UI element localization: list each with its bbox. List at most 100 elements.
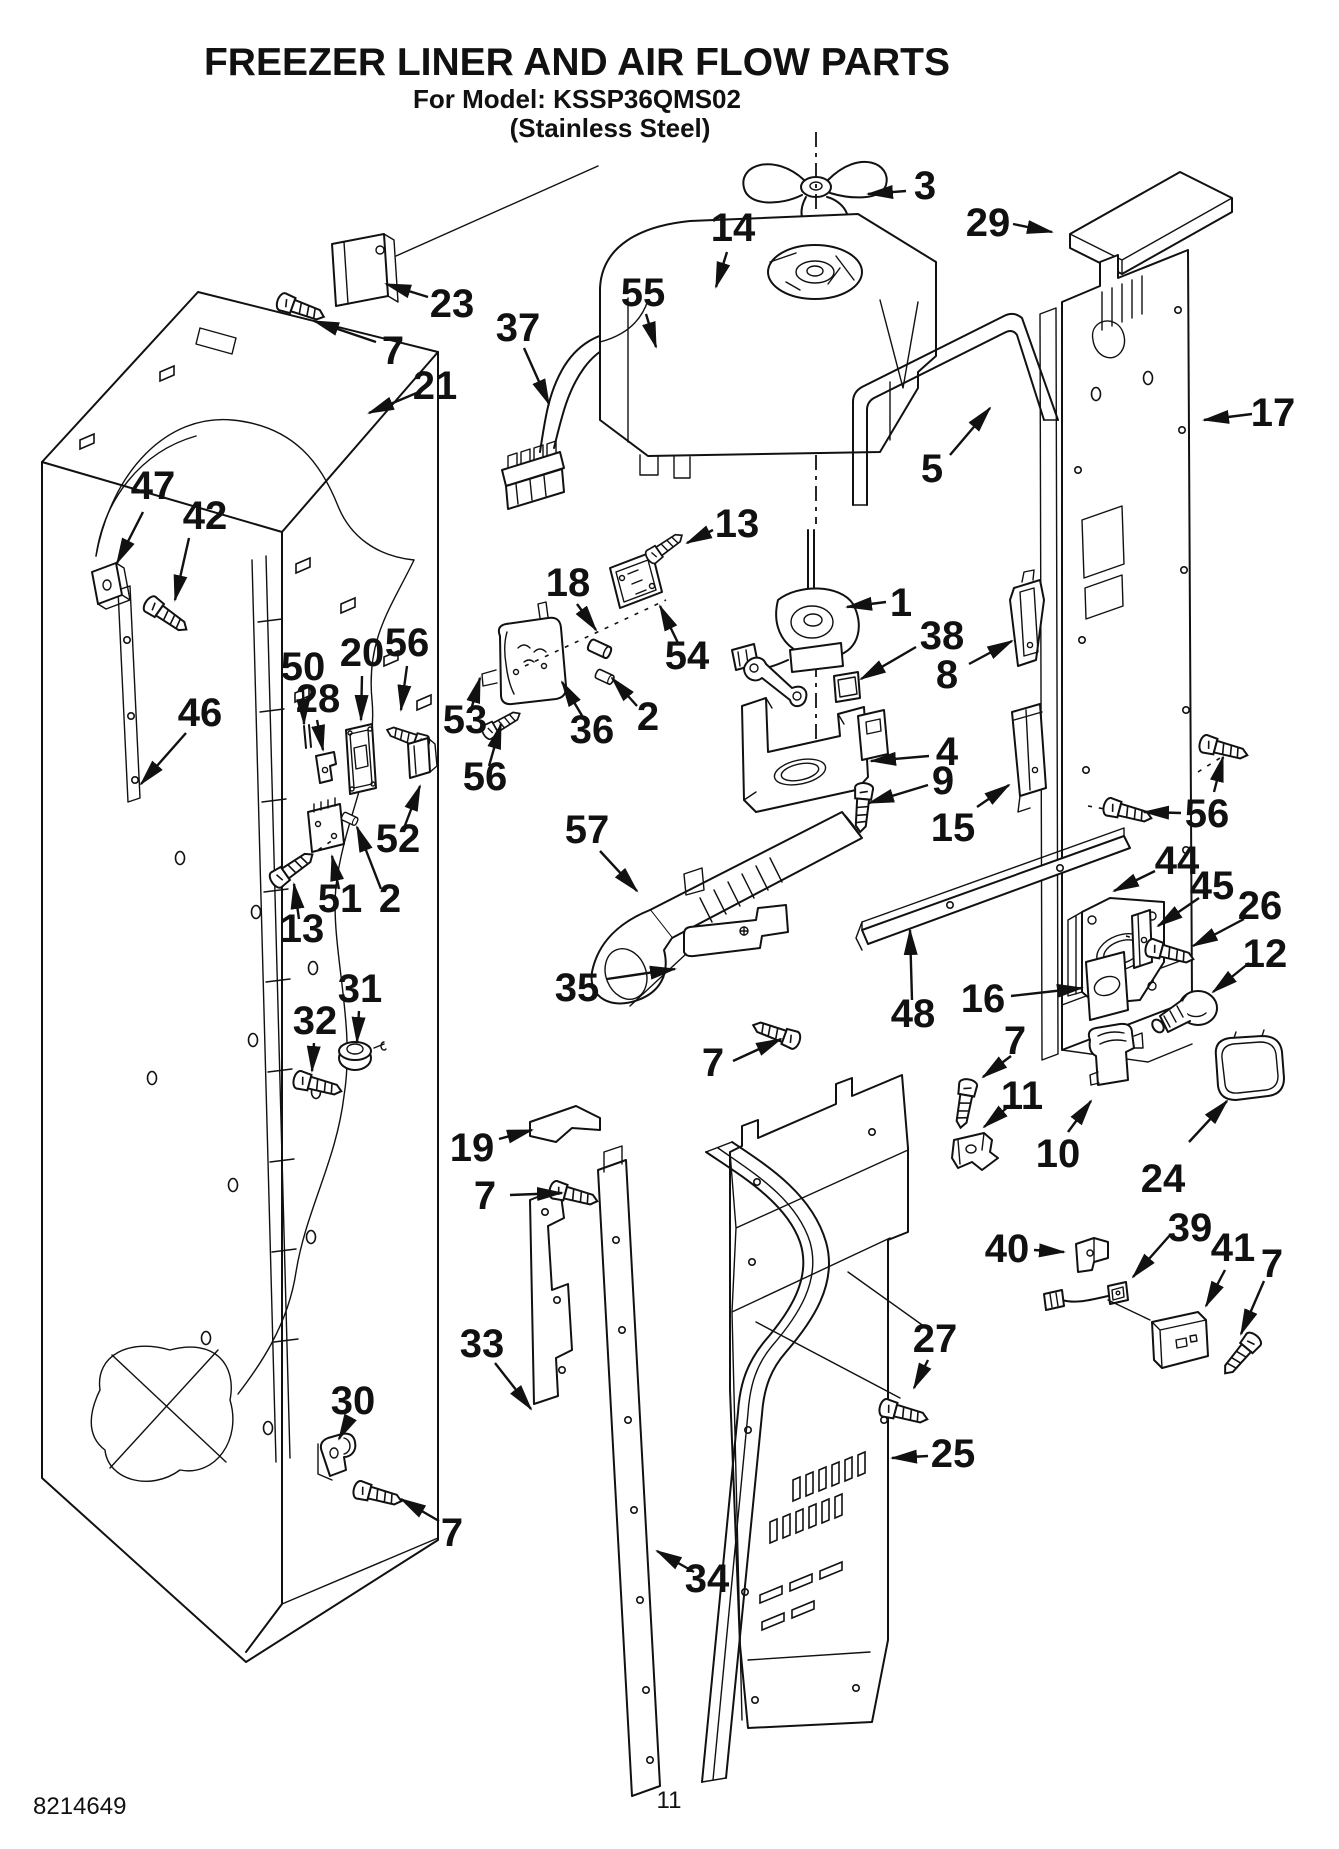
part-screw-9 bbox=[850, 781, 875, 834]
callout-arrow-24 bbox=[1188, 1099, 1229, 1143]
callout-label-57: 57 bbox=[565, 808, 610, 852]
part-fan-shroud-14 bbox=[599, 213, 937, 479]
callout-arrow-33 bbox=[494, 1362, 533, 1411]
callout-arrow-32 bbox=[306, 1042, 321, 1073]
part-screw-42 bbox=[140, 592, 193, 638]
callout-label-10: 10 bbox=[1036, 1132, 1081, 1176]
callout-arrow-7 bbox=[312, 319, 377, 344]
callout-arrow-12 bbox=[1211, 962, 1250, 994]
callout-arrow-25 bbox=[890, 1449, 929, 1464]
callout-label-35: 35 bbox=[555, 966, 600, 1010]
callout-label-54: 54 bbox=[665, 634, 710, 678]
callout-arrow-2 bbox=[610, 676, 638, 707]
callout-arrow-41 bbox=[1204, 1269, 1227, 1308]
callout-arrow-1 bbox=[845, 596, 887, 611]
callout-arrow-14 bbox=[714, 251, 731, 289]
callout-arrow-46 bbox=[139, 732, 187, 786]
part-pin-18 bbox=[585, 637, 614, 661]
part-screw-7-thermo bbox=[1217, 1328, 1265, 1381]
callout-label-2: 2 bbox=[379, 877, 401, 921]
part-clip-40 bbox=[1075, 1237, 1109, 1273]
callout-arrow-16 bbox=[1010, 983, 1084, 998]
callout-arrow-44 bbox=[1112, 869, 1156, 893]
callout-label-45: 45 bbox=[1190, 864, 1235, 908]
callout-arrow-28 bbox=[311, 719, 325, 752]
callout-label-28: 28 bbox=[296, 677, 341, 721]
callout-label-52: 52 bbox=[376, 817, 421, 861]
callout-arrow-56 bbox=[487, 722, 503, 767]
part-gasket-16 bbox=[1085, 951, 1129, 1021]
callout-arrow-4 bbox=[869, 751, 930, 766]
callout-arrow-5 bbox=[949, 406, 992, 456]
callout-arrow-26 bbox=[1191, 917, 1245, 948]
part-clip-47 bbox=[91, 562, 131, 610]
page-number: 11 bbox=[657, 1787, 682, 1814]
part-screw-56-upper bbox=[1196, 732, 1251, 765]
callout-label-9: 9 bbox=[932, 759, 954, 803]
part-screw-7-bottom bbox=[350, 1478, 405, 1511]
part-screw-32 bbox=[290, 1068, 345, 1101]
callout-label-12: 12 bbox=[1243, 932, 1288, 976]
callout-arrow-42 bbox=[173, 537, 191, 602]
callout-label-30: 30 bbox=[331, 1379, 376, 1423]
part-rail-29 bbox=[1069, 171, 1233, 275]
part-board-51 bbox=[299, 797, 345, 863]
callout-arrow-31 bbox=[351, 1010, 366, 1044]
part-bracket-23 bbox=[273, 165, 599, 327]
callout-label-29: 29 bbox=[966, 201, 1011, 245]
callout-label-23: 23 bbox=[430, 282, 475, 326]
callout-arrow-21 bbox=[367, 390, 420, 415]
part-light-bulb-12 bbox=[1151, 990, 1218, 1034]
part-board-54 bbox=[609, 551, 663, 609]
callout-label-2: 2 bbox=[637, 695, 659, 739]
callout-arrow-7 bbox=[399, 1497, 440, 1523]
callout-arrow-45 bbox=[1156, 897, 1200, 928]
callout-arrow-56 bbox=[1209, 755, 1225, 793]
part-linkage-6 bbox=[743, 656, 808, 708]
part-bushing-2-right bbox=[593, 667, 616, 686]
callout-label-27: 27 bbox=[913, 1317, 958, 1361]
callout-arrow-29 bbox=[1012, 220, 1054, 234]
callout-label-44: 44 bbox=[1155, 839, 1200, 883]
part-freezer-liner bbox=[41, 291, 439, 1663]
callout-label-33: 33 bbox=[460, 1322, 505, 1366]
model-subtitle: For Model: KSSP36QMS02 bbox=[413, 84, 741, 114]
callout-arrow-27 bbox=[912, 1359, 932, 1390]
part-lens-cover-24 bbox=[1214, 1029, 1285, 1101]
callout-label-34: 34 bbox=[685, 1557, 730, 1601]
callout-label-13: 13 bbox=[280, 907, 325, 951]
part-bracket-8 bbox=[1009, 569, 1045, 667]
callout-label-51: 51 bbox=[318, 877, 363, 921]
part-bracket-4 bbox=[741, 697, 889, 813]
callout-label-17: 17 bbox=[1251, 391, 1296, 435]
callout-label-7: 7 bbox=[702, 1041, 724, 1085]
part-keeper-52 bbox=[407, 737, 438, 779]
callout-arrow-7 bbox=[509, 1186, 564, 1201]
part-bracket-15 bbox=[1011, 703, 1047, 813]
part-evaporator-cover-25 bbox=[729, 1074, 933, 1729]
callout-arrow-56 bbox=[1142, 805, 1182, 820]
part-receptacle-20 bbox=[345, 723, 377, 795]
part-screw-7-duct bbox=[749, 1015, 804, 1052]
callout-arrow-34 bbox=[655, 1549, 695, 1574]
callout-arrow-23 bbox=[384, 282, 429, 299]
callout-arrow-9 bbox=[867, 783, 929, 805]
callout-label-40: 40 bbox=[985, 1227, 1030, 1271]
callout-label-16: 16 bbox=[961, 977, 1006, 1021]
part-pad-38 bbox=[833, 671, 861, 703]
callout-arrow-38 bbox=[859, 645, 917, 681]
callout-label-56: 56 bbox=[1185, 792, 1230, 836]
callout-arrow-51 bbox=[330, 854, 345, 890]
callout-label-8: 8 bbox=[936, 653, 958, 697]
callout-label-7: 7 bbox=[382, 329, 404, 373]
callout-label-7: 7 bbox=[1261, 1242, 1283, 1286]
callout-arrow-7 bbox=[981, 1055, 1012, 1079]
callout-arrow-55 bbox=[642, 313, 658, 349]
callout-label-7: 7 bbox=[1004, 1019, 1026, 1063]
callout-arrow-30 bbox=[337, 1413, 357, 1441]
callout-label-14: 14 bbox=[711, 206, 756, 250]
part-clip-30 bbox=[317, 1432, 357, 1481]
part-clip-11 bbox=[951, 1132, 999, 1171]
part-bushing-2-left bbox=[339, 810, 360, 827]
